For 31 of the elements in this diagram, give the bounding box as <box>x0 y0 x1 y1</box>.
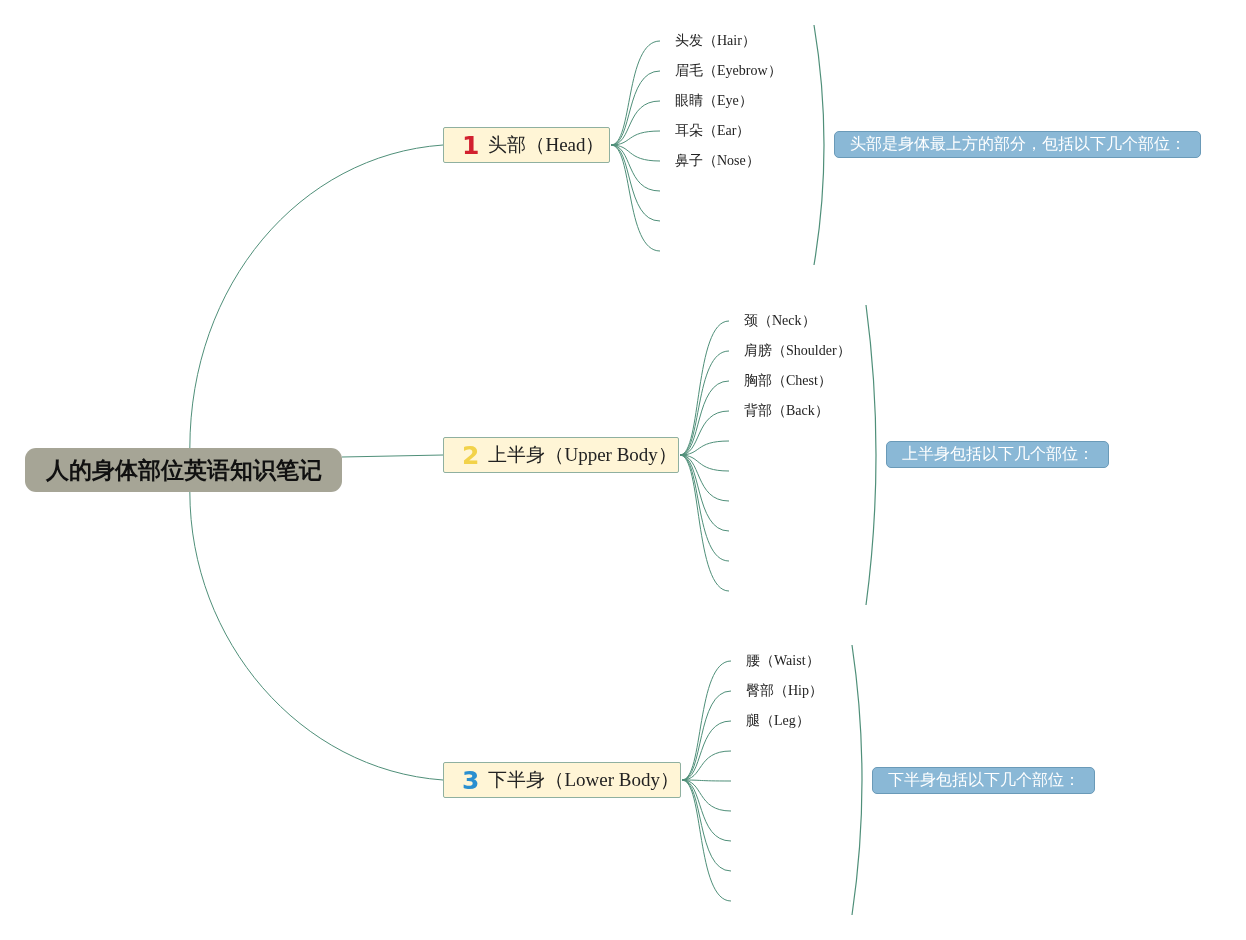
subtopic-label: 胸部（Chest） <box>729 369 864 393</box>
central-topic: 人的身体部位英语知识笔记 <box>25 448 342 492</box>
subtopic-label: 耳朵（Ear） <box>660 119 810 143</box>
subtopic-label: 腰（Waist） <box>731 649 849 673</box>
connector-line <box>341 454 444 458</box>
topic-label: 上半身（Upper Body） <box>488 443 677 467</box>
subtopic-label: 臀部（Hip） <box>731 679 849 703</box>
topic-label: 下半身（Lower Body） <box>488 768 679 792</box>
subtopic-label: 腿（Leg） <box>731 709 849 733</box>
connector-line <box>679 454 730 592</box>
summary-box: 下半身包括以下几个部位： <box>872 767 1095 794</box>
topic-box <box>443 762 681 798</box>
subtopic-label: 头发（Hair） <box>660 29 810 53</box>
priority-number: 2 <box>462 442 480 468</box>
subtopic-label: 眉毛（Eyebrow） <box>660 59 810 83</box>
summary-box: 头部是身体最上方的部分，包括以下几个部位： <box>834 131 1201 158</box>
subtopic-label: 鼻子（Nose） <box>660 149 810 173</box>
priority-number: 3 <box>462 767 480 793</box>
subtopic-label: 眼睛（Eye） <box>660 89 810 113</box>
priority-number: 1 <box>462 132 480 158</box>
subtopic-label: 颈（Neck） <box>729 309 864 333</box>
connector-line <box>681 779 732 902</box>
connector-line <box>189 144 444 449</box>
topic-box <box>443 127 610 163</box>
topic-box <box>443 437 679 473</box>
topic-label: 头部（Head） <box>488 133 605 157</box>
subtopic-label: 背部（Back） <box>729 399 864 423</box>
summary-box: 上半身包括以下几个部位： <box>886 441 1109 468</box>
subtopic-label: 肩膀（Shoulder） <box>729 339 864 363</box>
connector-line <box>610 144 661 252</box>
connector-line <box>189 491 444 781</box>
